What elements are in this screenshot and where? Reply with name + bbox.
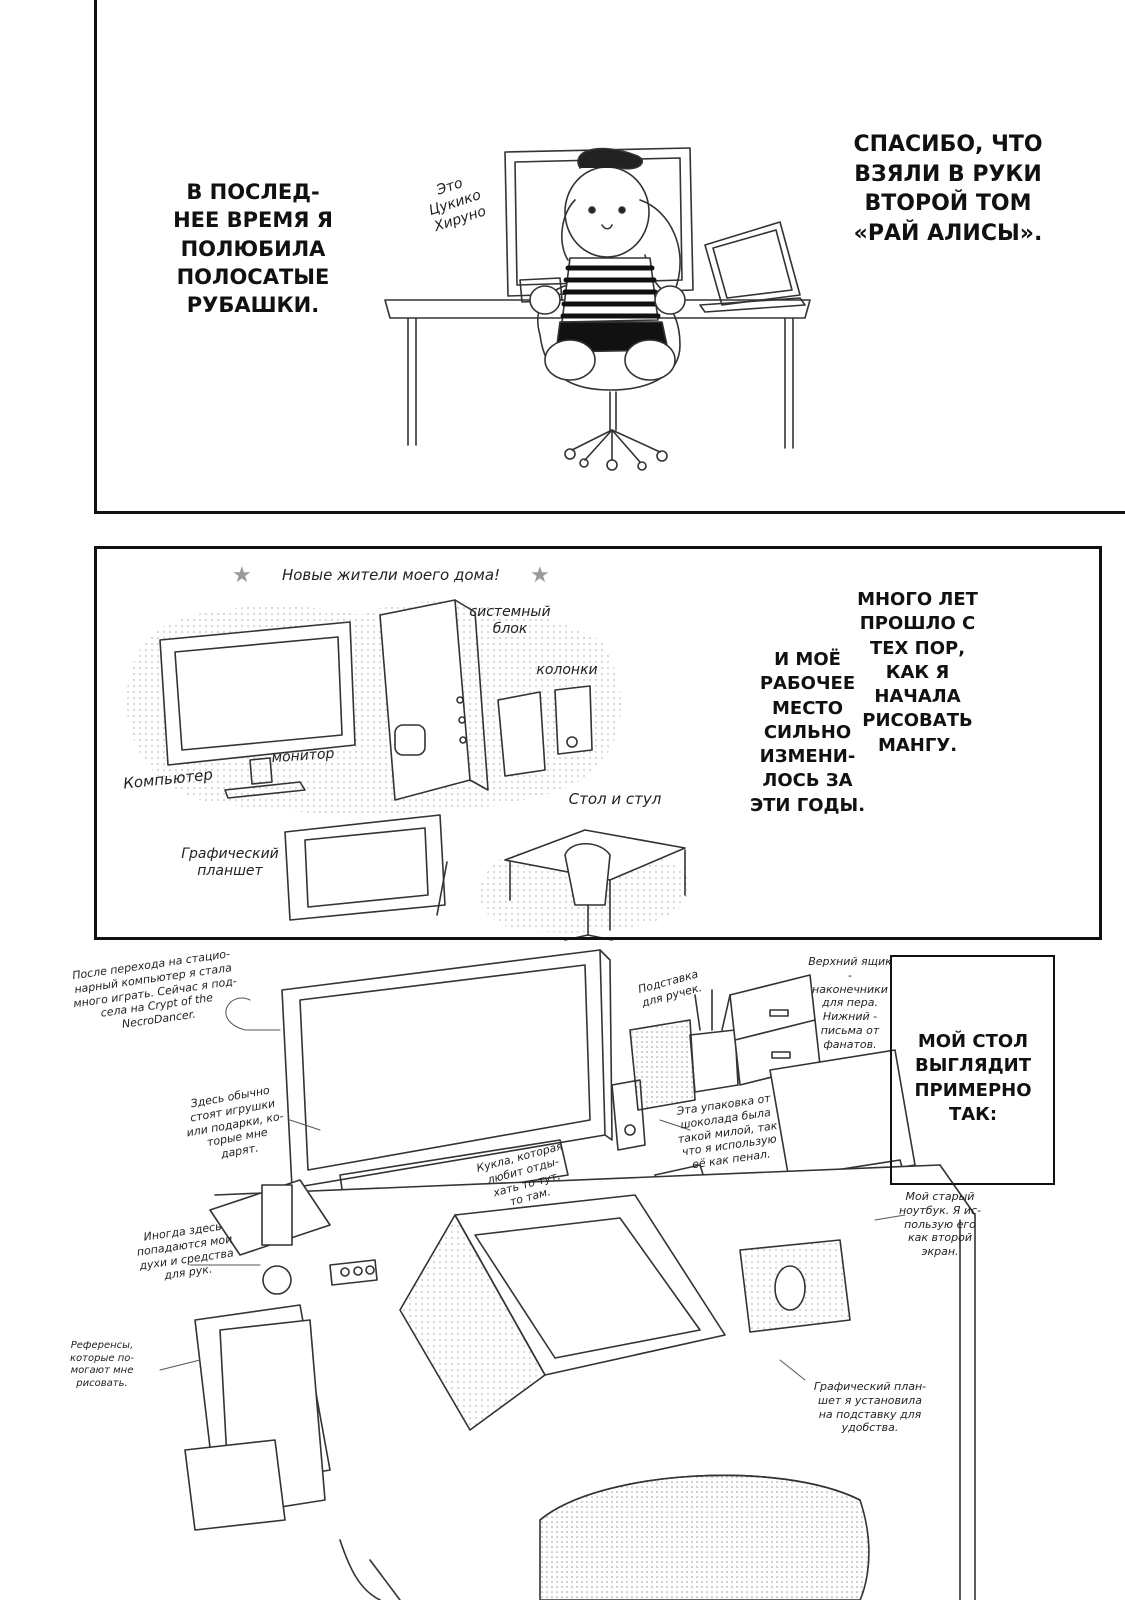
panel1-left-caption: В ПОСЛЕД- НЕЕ ВРЕМЯ Я ПОЛЮБИЛА ПОЛОСАТЫЕ…	[173, 180, 333, 318]
panel3-caption: МОЙ СТОЛ ВЫГЛЯДИТ ПРИМЕРНО ТАК:	[914, 1031, 1032, 1125]
panel2-title: Новые жители моего дома!	[281, 566, 501, 584]
note-pointer-lines	[159, 997, 906, 1381]
panel2-right-caption: МНОГО ЛЕТ ПРОШЛО С ТЕХ ПОР, КАК Я НАЧАЛА…	[857, 589, 978, 756]
panel3-art	[170, 949, 976, 1600]
label-system-unit: системный блок	[469, 604, 551, 637]
star-icon: ★	[232, 562, 252, 587]
panel-2-frame	[94, 546, 1102, 940]
panel-1-frame	[94, 0, 1125, 514]
note-drawers: Верхний ящик - наконечники для пера. Ниж…	[808, 955, 892, 1051]
label-speakers: колонки	[536, 662, 598, 678]
panel1-art	[384, 147, 811, 471]
caption-box-frame	[890, 955, 1055, 1185]
note-notebook: Мой старый ноутбук. Я ис- пользую его ка…	[898, 1190, 982, 1258]
panel2-art	[126, 599, 691, 941]
note-tablet-stand: Графический план- шет я установила на по…	[813, 1380, 927, 1435]
star-icon: ★	[530, 562, 550, 587]
panel2-left-caption: И МОЁ РАБОЧЕЕ МЕСТО СИЛЬНО ИЗМЕНИ- ЛОСЬ …	[749, 649, 866, 816]
label-table-chair: Стол и стул	[568, 790, 662, 808]
label-graphic-tablet: Графический планшет	[181, 846, 279, 879]
note-references: Референсы, которые по- могают мне рисова…	[70, 1340, 134, 1389]
panel1-right-caption: СПАСИБО, ЧТО ВЗЯЛИ В РУКИ ВТОРОЙ ТОМ «РА…	[853, 132, 1043, 247]
